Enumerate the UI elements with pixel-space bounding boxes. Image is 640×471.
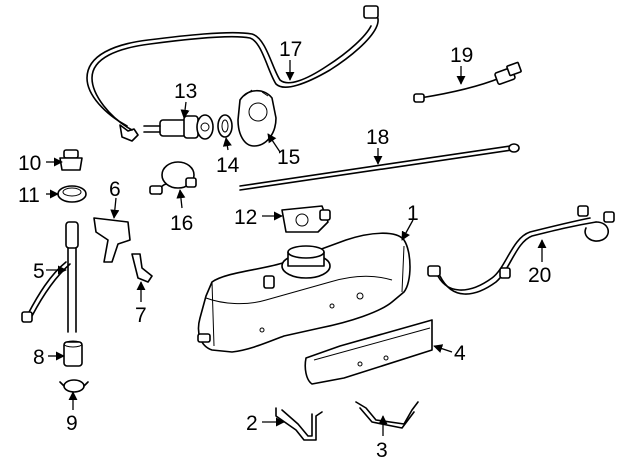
callout-6: 6 (109, 178, 121, 201)
leader-lines (46, 60, 547, 436)
callout-3: 3 (376, 439, 388, 462)
callout-17: 17 (279, 38, 302, 61)
part-17-vent-line (86, 5, 379, 142)
callout-19: 19 (450, 44, 473, 67)
part-6-bracket (93, 217, 131, 263)
part-4-heat-shield (304, 319, 433, 385)
callout-20: 20 (528, 264, 551, 287)
part-14-gasket (217, 114, 233, 138)
callout-7: 7 (135, 304, 147, 327)
callout-16: 16 (170, 212, 193, 235)
callout-labels: 1 2 3 4 5 6 7 8 9 10 11 12 13 14 15 16 1… (18, 38, 551, 462)
part-12-sender (281, 205, 331, 233)
part-18-fuel-rod (239, 143, 520, 191)
callout-4: 4 (454, 342, 466, 365)
part-2-tank-strap (275, 407, 323, 441)
callout-8: 8 (33, 346, 45, 369)
part-10-cap (59, 149, 83, 171)
part-13-valve (143, 114, 214, 140)
callout-9: 9 (66, 412, 78, 435)
part-1-fuel-tank (197, 232, 411, 353)
callout-12: 12 (234, 206, 257, 229)
part-19-sensor-wire (413, 61, 522, 103)
callout-11: 11 (18, 184, 40, 207)
callout-10: 10 (18, 152, 41, 175)
part-11-seal (57, 185, 87, 203)
part-7-bracket (131, 253, 153, 283)
callout-2: 2 (246, 412, 258, 435)
callout-15: 15 (277, 146, 300, 169)
part-9-clamp (59, 379, 89, 393)
part-20-wiring-harness (427, 205, 615, 295)
callout-18: 18 (366, 126, 389, 149)
callout-5: 5 (33, 260, 45, 283)
callout-1: 1 (407, 202, 419, 225)
callout-13: 13 (174, 80, 197, 103)
part-3-tank-strap (355, 401, 419, 429)
part-5-filler-tube (21, 221, 79, 333)
part-8-fitting (63, 340, 83, 367)
callout-14: 14 (216, 154, 240, 177)
part-16-sensor-harness (149, 161, 197, 195)
